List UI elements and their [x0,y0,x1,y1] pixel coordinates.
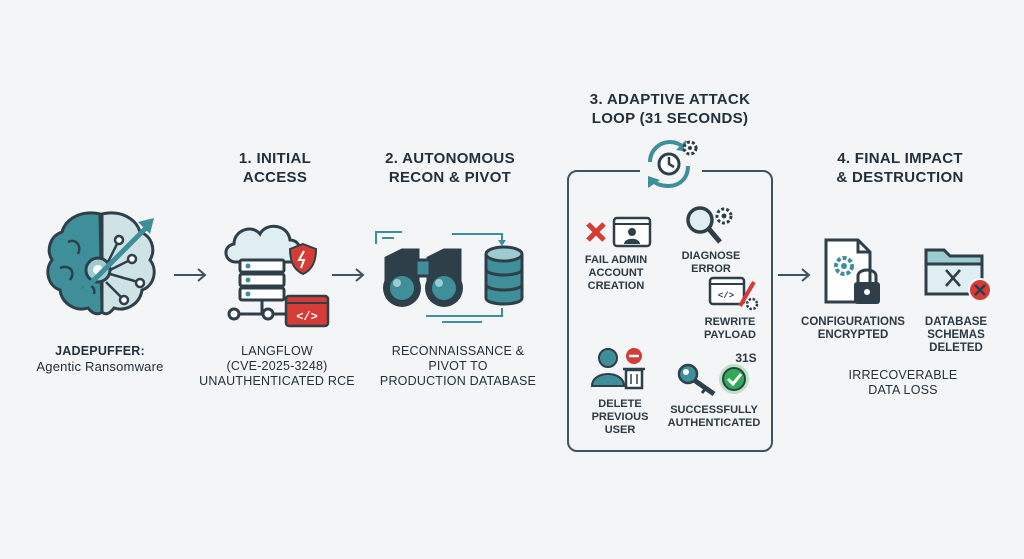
encrypted-label: CONFIGURATIONS ENCRYPTED [798,316,908,342]
shield-alert-icon [288,242,318,276]
brain-icon [46,211,156,316]
deleted-line2: SCHEMAS [927,329,985,341]
stage2-caption-line2: PIVOT TO [428,359,488,373]
arrow-icon-3 [778,268,811,282]
stage2-caption: RECONNAISSANCE & PIVOT TO PRODUCTION DAT… [370,344,546,389]
stage1-caption-line3: UNAUTHENTICATED RCE [199,374,355,388]
binoculars-icon [375,231,506,323]
step-diagnose-line1: DIAGNOSE [681,250,741,262]
stage4-caption-line2: DATA LOSS [868,383,938,397]
timer-label: 31S [735,351,757,365]
magnifier-gear-icon [686,206,733,244]
step-delete-line3: USER [604,424,636,436]
svg-text:</>: </> [718,291,734,301]
step-delete-line1: DELETE [598,398,642,410]
step-rewrite-line1: REWRITE [704,316,756,328]
stage1-caption-line2: (CVE-2025-3248) [226,359,328,373]
origin-label: JADEPUFFER: Agentic Ransomware [20,344,180,374]
step-delete-user: DELETE PREVIOUS USER [580,398,660,437]
step-success: SUCCESSFULLY AUTHENTICATED [664,404,764,430]
stage4-title: 4. FINAL IMPACT & DESTRUCTION [820,149,980,187]
step-delete-line2: PREVIOUS [591,411,649,423]
step-fail-line1: FAIL ADMIN [584,254,648,266]
cycle-gear-icon [640,136,702,192]
stage4-title-line2: & DESTRUCTION [836,169,964,186]
deleted-label: DATABASE SCHEMAS DELETED [918,316,994,355]
step-fail-line2: ACCOUNT [588,267,644,279]
stage1-caption-line1: LANGFLOW [241,344,313,358]
fail-admin-icon [586,216,652,248]
stage4-caption-line1: IRRECOVERABLE [848,368,958,382]
code-window-icon: </> [284,294,330,328]
rewrite-payload-icon: </> [708,276,759,311]
stage3-title-line2: LOOP (31 SECONDS) [591,110,749,127]
deleted-line1: DATABASE [924,316,988,328]
key-check-icon [677,363,749,397]
stage3-title-line1: 3. ADAPTIVE ATTACK [589,91,751,108]
step-rewrite-line2: PAYLOAD [704,329,756,341]
encrypted-line1: CONFIGURATIONS [801,316,905,328]
step-diagnose-line2: ERROR [691,263,731,275]
stage2-title: 2. AUTONOMOUS RECON & PIVOT [370,149,530,187]
stage2-caption-line3: PRODUCTION DATABASE [379,374,537,388]
step-fail-admin: FAIL ADMIN ACCOUNT CREATION [574,254,658,293]
step-fail-line3: CREATION [587,280,645,292]
stage4-caption: IRRECOVERABLE DATA LOSS [826,368,980,398]
step-success-line2: AUTHENTICATED [667,417,761,429]
stage1-caption: LANGFLOW (CVE-2025-3248) UNAUTHENTICATED… [188,344,366,389]
arrow-icon-2 [332,268,365,282]
stage4-title-line1: 4. FINAL IMPACT [837,150,963,167]
stage1-title-line1: 1. INITIAL [238,150,312,167]
deleted-folder-icon [924,248,992,302]
step-diagnose: DIAGNOSE ERROR [666,250,756,276]
stage2-title-line1: 2. AUTONOMOUS [385,150,515,167]
delete-user-icon [590,348,645,390]
encrypted-line2: ENCRYPTED [817,329,889,341]
origin-subtitle: Agentic Ransomware [36,359,164,374]
step-success-line1: SUCCESSFULLY [670,404,758,416]
deleted-line3: DELETED [929,342,983,354]
encrypted-file-icon [824,238,880,304]
stage2-caption-line1: RECONNAISSANCE & [391,344,525,358]
stage1-title: 1. INITIAL ACCESS [210,149,340,187]
stage1-title-line2: ACCESS [242,169,308,186]
stage3-title: 3. ADAPTIVE ATTACK LOOP (31 SECONDS) [570,90,770,128]
database-icon [484,245,524,306]
origin-name: JADEPUFFER: [55,344,145,358]
svg-text:</>: </> [296,310,318,324]
step-rewrite: REWRITE PAYLOAD [688,316,772,342]
arrow-icon-1 [174,268,207,282]
stage2-title-line2: RECON & PIVOT [388,169,512,186]
